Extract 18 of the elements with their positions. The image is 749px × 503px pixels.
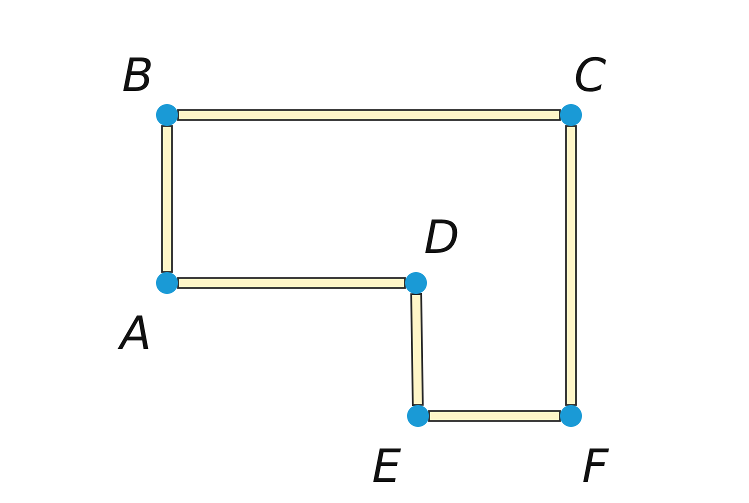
segment [428, 410, 561, 422]
segment [177, 277, 406, 289]
vertex-label: D [424, 214, 460, 260]
vertex-point [156, 104, 178, 126]
vertex-point [405, 272, 427, 294]
segment [177, 109, 561, 121]
vertex-point [560, 405, 582, 427]
vertex-label: B [122, 52, 154, 98]
vertex-point [407, 405, 429, 427]
vertex-label: E [372, 443, 402, 489]
vertex-point [560, 104, 582, 126]
vertex-label: F [582, 443, 608, 489]
vertex-point [156, 272, 178, 294]
segment [410, 293, 424, 406]
segment [161, 125, 173, 273]
segment [565, 125, 577, 406]
vertex-label: C [574, 52, 606, 98]
vertex-label: A [120, 310, 152, 356]
